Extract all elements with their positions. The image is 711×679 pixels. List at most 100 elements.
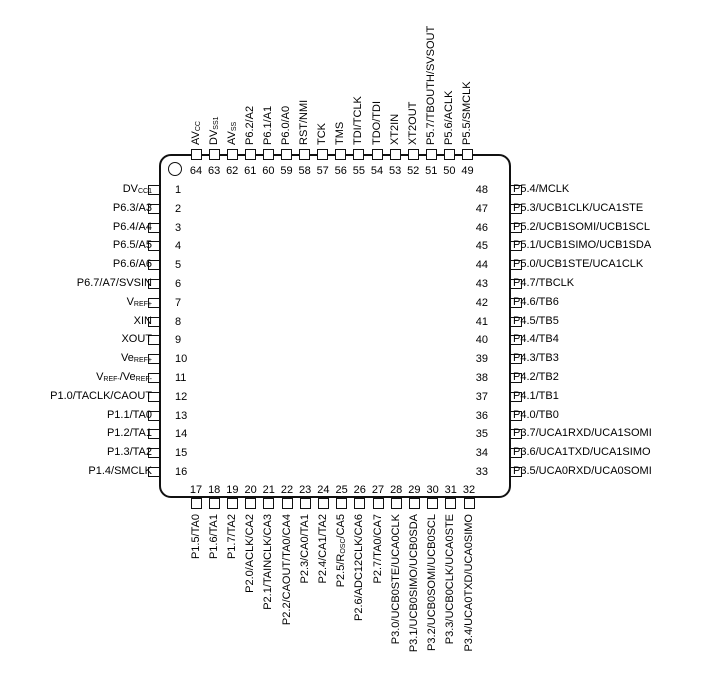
- pin-number: 29: [408, 484, 421, 496]
- pin-label: XIN: [133, 314, 152, 327]
- pin-label: AVSS: [225, 121, 238, 145]
- pin-number: 41: [475, 315, 488, 328]
- pin-lead: [148, 467, 160, 477]
- pin-label: P5.5/SMCLK: [461, 81, 473, 145]
- pin-number: 25: [335, 484, 348, 496]
- pin-lead: [148, 448, 160, 459]
- pin-label: P3.6/UCA1TXD/UCA1SIMO: [513, 446, 651, 459]
- pin-label: XT2IN: [388, 113, 401, 145]
- pin-lead: [317, 149, 329, 160]
- pin-label: P2.4/CA1/TA2: [316, 514, 329, 584]
- pin-lead: [148, 279, 160, 289]
- pin-label: TDO/TDI: [370, 101, 383, 145]
- pin-number: 35: [475, 428, 488, 441]
- pin-lead: [510, 241, 522, 252]
- pin-label: P1.4/SMCLK: [88, 465, 152, 477]
- pin-label: P5.7/TBOUTH/SVSOUT: [424, 25, 437, 145]
- pin-number: 37: [475, 390, 488, 403]
- pin-lead: [148, 222, 160, 233]
- pin-lead: [299, 149, 311, 160]
- pin-number: 6: [175, 278, 182, 290]
- pin-number: 30: [426, 484, 439, 496]
- pin-label: XOUT: [121, 333, 152, 346]
- pin-label: P3.4/UCA0TXD/UCA0SIMO: [462, 514, 475, 652]
- pin-lead: [372, 498, 384, 509]
- pin-lead: [353, 149, 365, 160]
- pin-number: 22: [280, 484, 294, 496]
- pin-label: VeREF+: [121, 352, 152, 365]
- pin-label: P4.6/TB6: [513, 295, 559, 308]
- pin-number: 45: [475, 240, 488, 253]
- pin-label: RST/NMI: [298, 99, 311, 145]
- pin-lead: [510, 448, 522, 459]
- pin-label: P3.7/UCA1RXD/UCA1SOMI: [513, 427, 652, 440]
- pin-number: 28: [390, 484, 403, 496]
- pin-label: P6.6/A6: [112, 258, 152, 271]
- pin-lead: [510, 410, 522, 421]
- pin-label: P4.2/TB2: [513, 371, 559, 383]
- pin-lead: [148, 410, 160, 421]
- chip-body: [159, 154, 511, 498]
- pin-label: P2.7/TA0/CA7: [371, 514, 384, 584]
- pin-label: VREF+: [126, 295, 152, 308]
- pin-lead: [510, 316, 522, 327]
- pin-label: P6.5/A5: [112, 239, 152, 252]
- pin-number: 56: [334, 165, 347, 177]
- pin-number: 20: [244, 484, 257, 496]
- pin-label: TDI/TCLK: [352, 96, 365, 145]
- pin-number: 10: [175, 353, 188, 366]
- pin-lead: [408, 498, 420, 509]
- pin-label: P6.0/A0: [280, 105, 292, 145]
- pin-lead: [335, 149, 347, 160]
- pin-number: 39: [475, 353, 488, 366]
- pin-lead: [427, 498, 439, 509]
- pin-lead: [371, 149, 383, 160]
- pin-lead: [262, 149, 274, 160]
- pin-lead: [425, 149, 437, 160]
- pin-label: P4.4/TB4: [513, 333, 559, 346]
- pin-lead: [208, 149, 220, 160]
- pin-label: P1.7/TA2: [225, 514, 238, 560]
- pin-number: 63: [207, 165, 221, 177]
- pin-lead: [148, 354, 160, 365]
- pin-lead: [510, 373, 522, 383]
- pin-lead: [190, 149, 202, 160]
- pin-number: 64: [189, 165, 203, 177]
- pin-number: 14: [175, 428, 188, 441]
- pin-label: P3.1/UCB0SIMO/UCB0SDA: [407, 514, 420, 653]
- pin-lead: [148, 260, 160, 271]
- pin-number: 31: [444, 484, 457, 496]
- pin-number: 1: [175, 184, 182, 196]
- pin-lead: [148, 297, 160, 308]
- pin-lead: [390, 498, 402, 509]
- pin-number: 58: [298, 165, 311, 177]
- pin-number: 48: [475, 184, 488, 196]
- pin-number: 61: [244, 165, 257, 177]
- pin-number: 5: [175, 259, 182, 272]
- pin-label: P2.0/ACLK/CA2: [244, 514, 257, 593]
- pin-number: 51: [425, 165, 438, 177]
- pin-lead: [208, 498, 220, 509]
- pin-label: P3.2/UCB0SOMI/UCB0SCL: [426, 514, 439, 651]
- pin-label: P4.1/TB1: [513, 389, 559, 402]
- pin-number: 53: [388, 165, 402, 177]
- pin-number: 49: [461, 165, 474, 177]
- pin-label: P3.3/UCB0CLK/UCA0STE: [444, 514, 457, 645]
- pin-lead: [510, 429, 522, 440]
- pin-label: P1.2/TA1: [106, 427, 152, 440]
- pin-number: 54: [370, 165, 384, 177]
- pin-number: 17: [189, 484, 203, 496]
- pin-lead: [336, 498, 348, 509]
- pin-lead: [445, 498, 457, 509]
- pin-number: 26: [353, 484, 366, 496]
- pin-label: P5.4/MCLK: [513, 183, 570, 195]
- pin-label: P2.1/TAINCLK/CA3: [262, 514, 275, 610]
- pin-label: P4.5/TB5: [513, 314, 559, 327]
- pin1-indicator: [168, 162, 182, 176]
- pin-label: P6.3/A3: [112, 201, 152, 214]
- pin-number: 43: [475, 278, 488, 290]
- pin-number: 24: [317, 484, 330, 496]
- pin-lead: [148, 316, 160, 327]
- pin-label: DVSS1: [207, 116, 220, 145]
